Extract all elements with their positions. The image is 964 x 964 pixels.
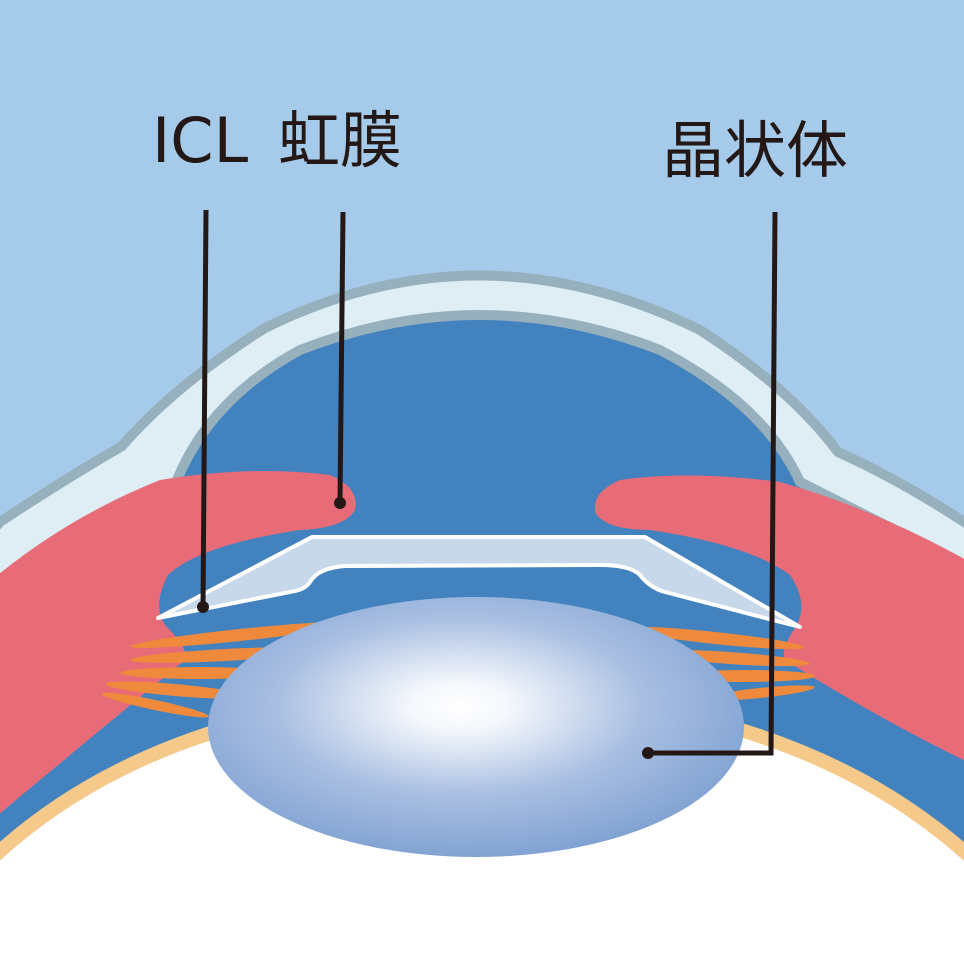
lens-leader-dot xyxy=(642,747,654,759)
iris-leader-dot xyxy=(334,497,346,509)
zonule-fiber xyxy=(105,681,245,699)
icl-leader-line xyxy=(200,209,209,608)
zonule-fiber xyxy=(625,626,805,650)
iris-right xyxy=(594,475,964,761)
lens-label: 晶状体 xyxy=(662,114,849,187)
leader-lines xyxy=(200,209,778,756)
zonule-fiber xyxy=(101,692,209,718)
icl-lens-implant xyxy=(156,535,802,629)
icl-leader-dot xyxy=(197,601,209,613)
leader-dots xyxy=(197,497,654,759)
zonule-fiber xyxy=(130,622,350,648)
icl-label: ICL xyxy=(152,104,249,177)
lens-leader-line xyxy=(648,211,778,756)
crystalline-lens xyxy=(208,597,744,857)
iris-leader-line xyxy=(337,211,346,503)
iris-label: 虹膜 xyxy=(278,104,403,177)
